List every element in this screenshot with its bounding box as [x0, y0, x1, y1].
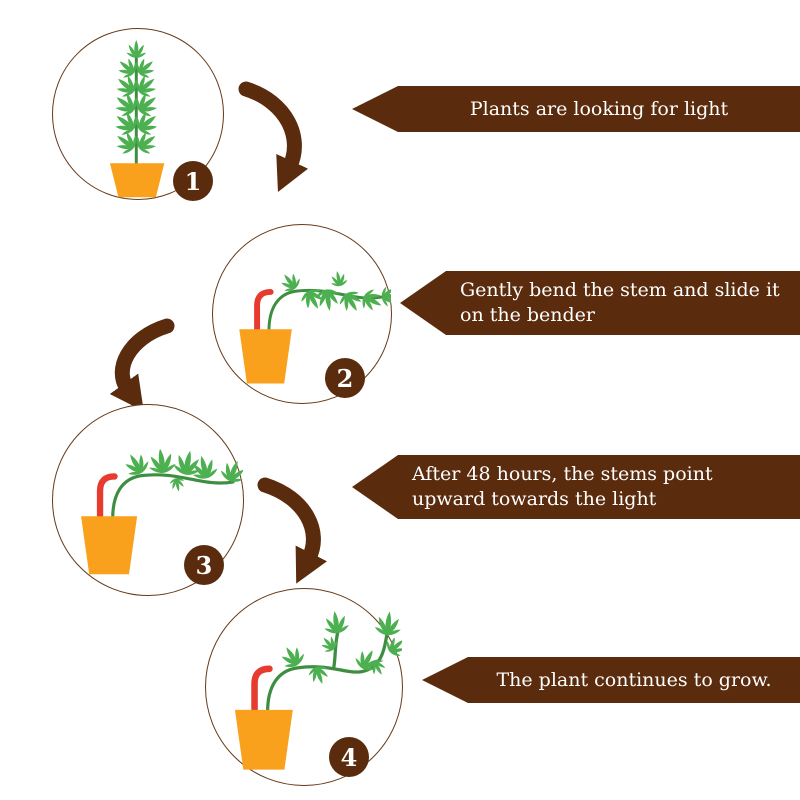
bender-hook-icon — [96, 473, 118, 524]
bender-hook-icon — [251, 665, 273, 717]
step-4-caption-banner: The plant continues to grow. — [422, 657, 800, 703]
step-2-number-badge: 2 — [325, 358, 365, 398]
plant-step-4-illustration — [234, 589, 402, 770]
stem-icon — [265, 631, 389, 714]
step-2-caption-text: Gently bend the stem and slide it on the… — [460, 279, 780, 326]
pot-icon — [109, 163, 165, 198]
stem-shoot-icon — [332, 631, 340, 669]
step-1-number-badge: 1 — [173, 161, 213, 201]
step-4-circle: 4 — [205, 588, 403, 786]
step-3-caption-banner: After 48 hours, the stems point upward t… — [352, 455, 800, 519]
step-3-number-badge: 3 — [184, 545, 224, 585]
step-2-circle: 2 — [212, 224, 392, 404]
stem-icon — [111, 473, 235, 520]
step-3-circle: 3 — [52, 404, 244, 596]
arrow-step2-to-step3-icon — [109, 318, 175, 412]
pot-icon — [239, 329, 292, 384]
step-1-caption-text: Plants are looking for light — [469, 97, 729, 120]
arrow-step3-to-step4-icon — [257, 477, 328, 584]
stem-icon — [267, 288, 384, 333]
plant-step-2-illustration — [239, 225, 391, 384]
step-1-caption-banner: Plants are looking for light — [352, 86, 800, 132]
step-3-caption-text: After 48 hours, the stems point upward t… — [412, 463, 713, 510]
step-4-caption-text: The plant continues to grow. — [496, 668, 772, 691]
arrow-step1-to-step2-icon — [238, 81, 309, 192]
step-4-number-badge: 4 — [329, 737, 369, 777]
pot-icon — [234, 709, 293, 770]
step-1-circle: 1 — [52, 28, 224, 201]
leaf-cluster-icon — [119, 447, 243, 494]
bender-hook-icon — [254, 288, 274, 336]
plant-step-1-illustration — [53, 29, 165, 198]
plant-step-3-illustration — [81, 405, 243, 575]
step-2-caption-banner: Gently bend the stem and slide it on the… — [400, 271, 800, 335]
pot-icon — [81, 516, 138, 575]
